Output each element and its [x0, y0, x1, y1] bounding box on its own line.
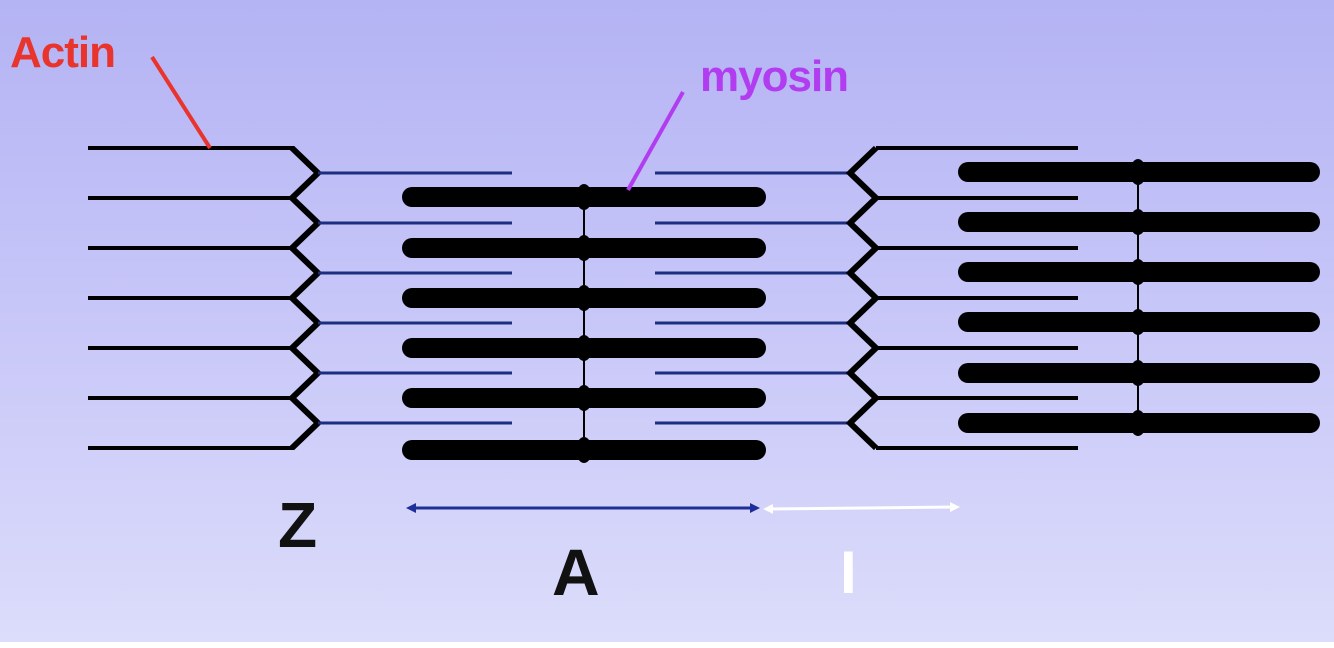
- a-band-label: A: [552, 535, 600, 609]
- middle-z-line: [845, 145, 881, 451]
- myosin-m-line-node: [1130, 209, 1146, 235]
- myosin-thick-filaments-right: [958, 159, 1320, 436]
- myosin-m-line-node: [576, 285, 592, 311]
- z-line-zigzag: [845, 145, 881, 451]
- z-line-label: Z: [278, 489, 318, 561]
- actin-label: Actin: [10, 28, 116, 77]
- myosin-m-line-node: [1130, 259, 1146, 285]
- left-actin-filaments: [88, 146, 294, 450]
- i-band-label: I: [840, 539, 857, 606]
- myosin-label: myosin: [700, 52, 849, 101]
- myosin-thick-filaments: [402, 184, 766, 463]
- actin-pointer-line: [150, 55, 212, 150]
- myosin-m-line-node: [1130, 159, 1146, 185]
- myosin-m-line-node: [1130, 309, 1146, 335]
- myosin-pointer-line: [626, 91, 685, 191]
- myosin-m-line-node: [576, 184, 592, 210]
- left-z-line: [287, 145, 323, 451]
- myosin-m-line-node: [1130, 410, 1146, 436]
- myosin-m-line-node: [576, 335, 592, 361]
- myosin-m-line-node: [576, 385, 592, 411]
- myosin-m-line-node: [576, 437, 592, 463]
- z-line-zigzag: [287, 145, 323, 451]
- myosin-m-line-node: [1130, 360, 1146, 386]
- myosin-m-line-node: [576, 235, 592, 261]
- right-actin-filaments: [876, 146, 1078, 450]
- inner-actin-filaments: [318, 171, 850, 425]
- i-band-arrow: [763, 502, 960, 514]
